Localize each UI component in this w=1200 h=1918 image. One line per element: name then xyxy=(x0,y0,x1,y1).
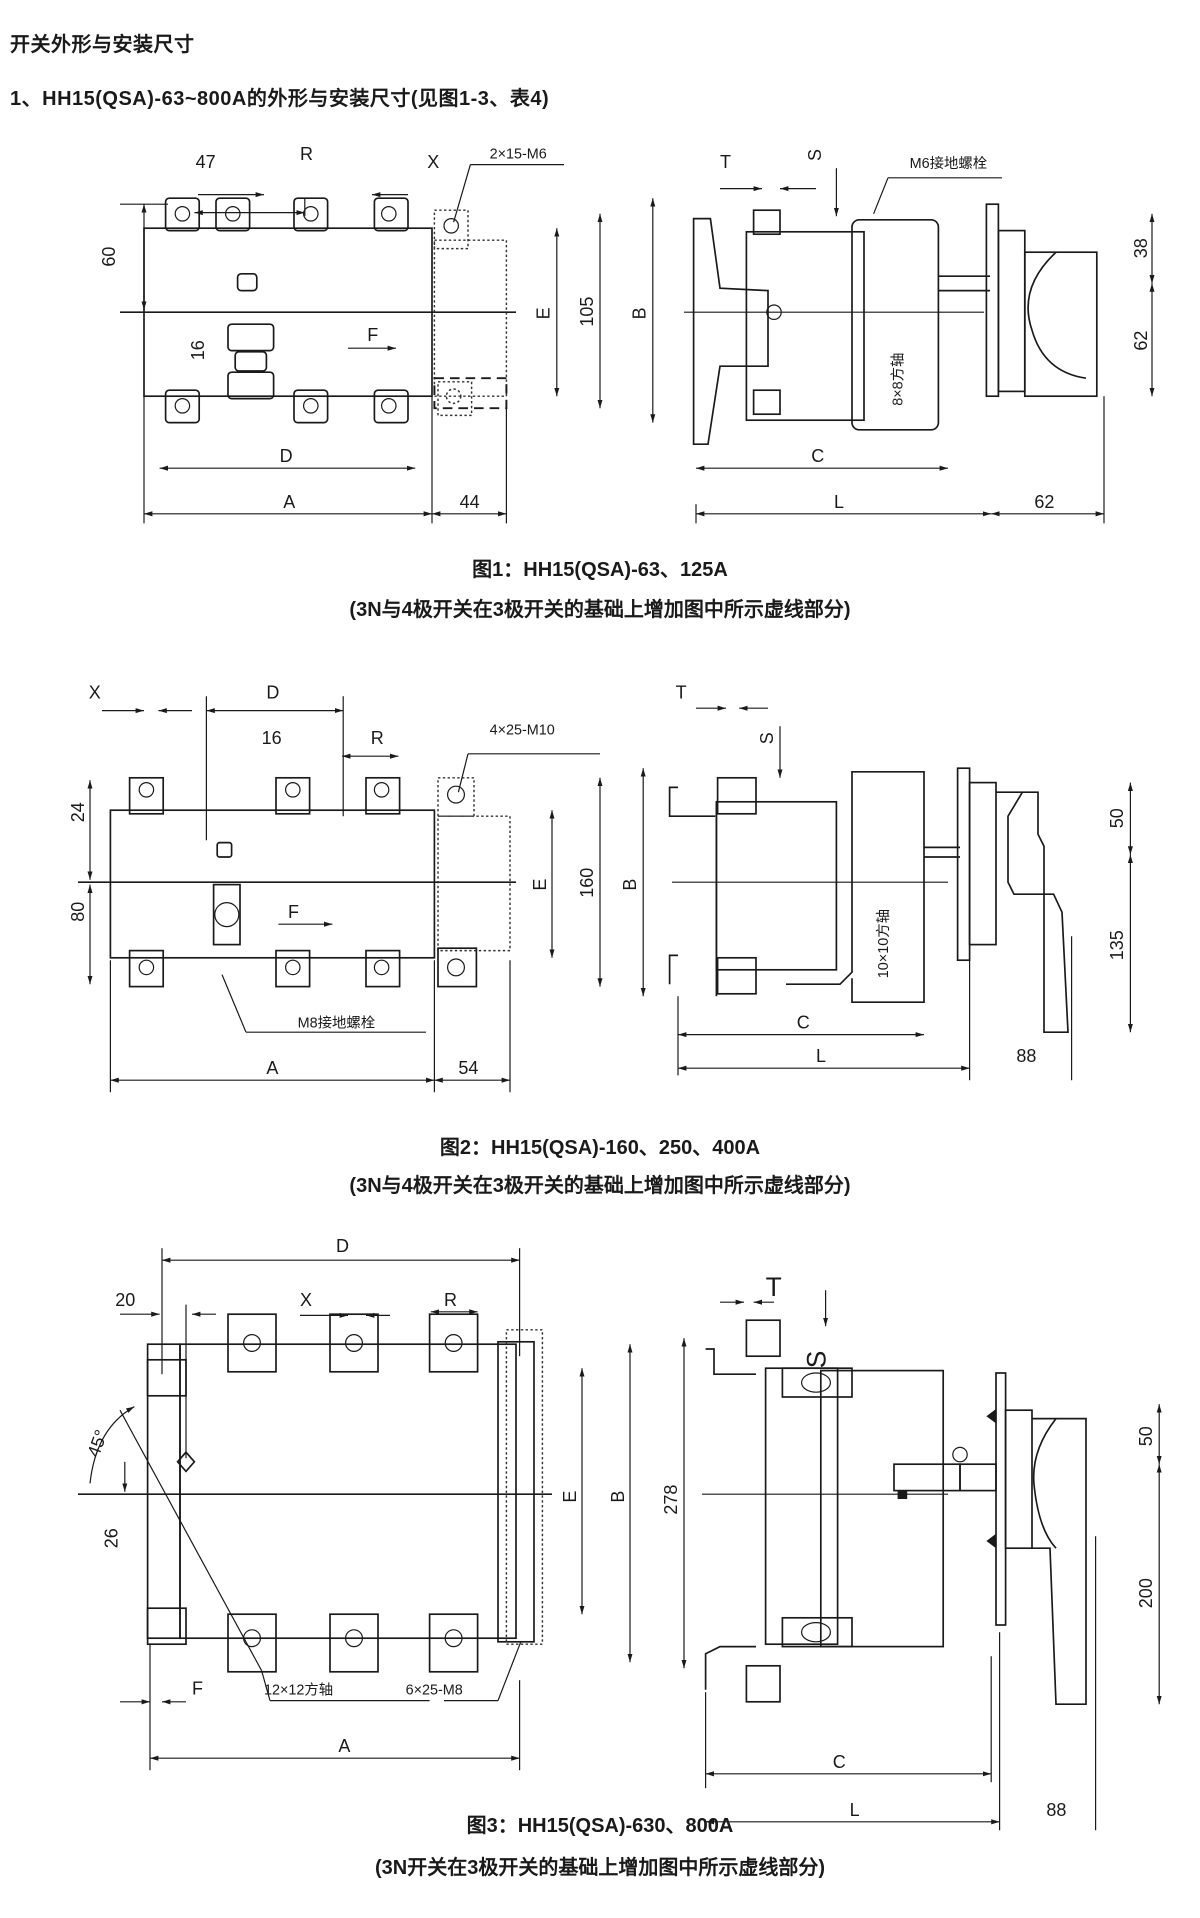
dim-label: F xyxy=(367,325,378,345)
dim-label: 200 xyxy=(1136,1578,1156,1608)
dim-label: C xyxy=(811,446,824,466)
dim-label: E xyxy=(530,879,550,891)
dim-label: 20 xyxy=(115,1290,135,1310)
dim-label: 105 xyxy=(577,297,597,327)
dim-label: 62 xyxy=(1131,331,1151,351)
dim-label: 47 xyxy=(196,152,216,172)
dim-label: C xyxy=(797,1013,810,1033)
dim-label: S xyxy=(757,732,777,744)
section-subheading: 1、HH15(QSA)-63~800A的外形与安装尺寸(见图1-3、表4) xyxy=(10,88,550,110)
dim-label: R xyxy=(444,1290,457,1310)
bolt-label: 2×15-M6 xyxy=(490,147,547,163)
terminal-top xyxy=(164,197,409,232)
figure-1-caption: 图1：HH15(QSA)-63、125A xyxy=(472,559,728,581)
dim-label: C xyxy=(833,1752,846,1772)
figure-2-caption: 图2：HH15(QSA)-160、250、400A xyxy=(439,1137,761,1159)
dim-label: T xyxy=(766,1272,782,1302)
dim-label: R xyxy=(300,144,313,164)
dim-label: 278 xyxy=(661,1485,681,1515)
dim-label: L xyxy=(816,1046,826,1066)
dim-label: 80 xyxy=(68,902,88,922)
dim-label: 16 xyxy=(188,340,208,360)
bolt-label: 6×25-M8 xyxy=(406,1683,463,1699)
figure-3-side-view: T S 50 200 C L 88 xyxy=(702,1272,1162,1831)
dim-label: A xyxy=(266,1058,278,1078)
shaft-label: 8×8方轴 xyxy=(889,353,906,406)
dim-label: D xyxy=(336,1236,349,1256)
dim-label: A xyxy=(338,1736,350,1756)
figure-2-side-view: T S 10×10方轴 50 135 C L 88 xyxy=(668,683,1133,1081)
dim-label: S xyxy=(802,1351,832,1369)
ground-bolt-label: M6接地螺栓 xyxy=(910,155,988,172)
dim-label: 88 xyxy=(1046,1800,1066,1820)
dim-label: 16 xyxy=(262,728,282,748)
figure-3-note: (3N开关在3极开关的基础上增加图中所示虚线部分) xyxy=(374,1857,825,1879)
dim-label: T xyxy=(676,683,687,703)
section-heading: 开关外形与安装尺寸 xyxy=(10,34,195,56)
dim-label: L xyxy=(834,492,844,512)
dim-label: F xyxy=(192,1679,203,1699)
dim-label: X xyxy=(300,1290,312,1310)
dim-label: T xyxy=(720,152,731,172)
dim-label: 160 xyxy=(577,868,597,898)
dim-label: 54 xyxy=(458,1058,478,1078)
figure-2-front-view: X D 16 R 4×25-M10 24 80 F E 160 B M8接地螺栓… xyxy=(68,683,646,1093)
dim-label: S xyxy=(805,149,825,161)
figure-3-caption: 图3：HH15(QSA)-630、800A xyxy=(466,1815,734,1837)
dim-label: 38 xyxy=(1131,238,1151,258)
dim-label: 24 xyxy=(68,802,88,822)
dim-label: R xyxy=(371,728,384,748)
dim-label: X xyxy=(89,683,101,703)
dim-label: 135 xyxy=(1107,930,1127,960)
dim-label: E xyxy=(560,1491,580,1503)
dim-label: 88 xyxy=(1016,1046,1036,1066)
dim-label: D xyxy=(266,683,279,703)
dim-label: A xyxy=(283,492,295,512)
dim-label: 50 xyxy=(1136,1426,1156,1446)
dim-label: F xyxy=(288,902,299,922)
dim-label: B xyxy=(630,307,650,319)
figure-3-front-view: D 20 X R 45° 26 E B 278 F 12×12方轴 6×25-M… xyxy=(78,1236,687,1771)
dim-label: 50 xyxy=(1107,808,1127,828)
shaft-label: 12×12方轴 xyxy=(264,1682,333,1699)
dim-label: 44 xyxy=(460,492,480,512)
figure-1-side-view: T S M6接地螺栓 8×8方轴 38 62 C L 62 xyxy=(684,149,1155,524)
dim-label: E xyxy=(534,307,554,319)
dim-label: B xyxy=(620,879,640,891)
dim-label: 62 xyxy=(1034,492,1054,512)
ground-bolt-label: M8接地螺栓 xyxy=(298,1014,376,1031)
figure-1-note: (3N与4极开关在3极开关的基础上增加图中所示虚线部分) xyxy=(349,599,851,621)
terminal-bottom xyxy=(164,389,409,424)
dim-label: L xyxy=(850,1800,860,1820)
dim-label: D xyxy=(280,446,293,466)
dim-label: 60 xyxy=(99,247,119,267)
dim-label: 26 xyxy=(102,1528,122,1548)
figure-1-front-view: 47 R X 2×15-M6 60 16 F E 105 B D A 44 xyxy=(99,144,656,524)
dim-label: X xyxy=(427,152,439,172)
figure-2-note: (3N与4极开关在3极开关的基础上增加图中所示虚线部分) xyxy=(349,1175,851,1197)
dim-label: B xyxy=(608,1491,628,1503)
bolt-label: 4×25-M10 xyxy=(490,723,555,739)
shaft-label: 10×10方轴 xyxy=(875,909,892,978)
